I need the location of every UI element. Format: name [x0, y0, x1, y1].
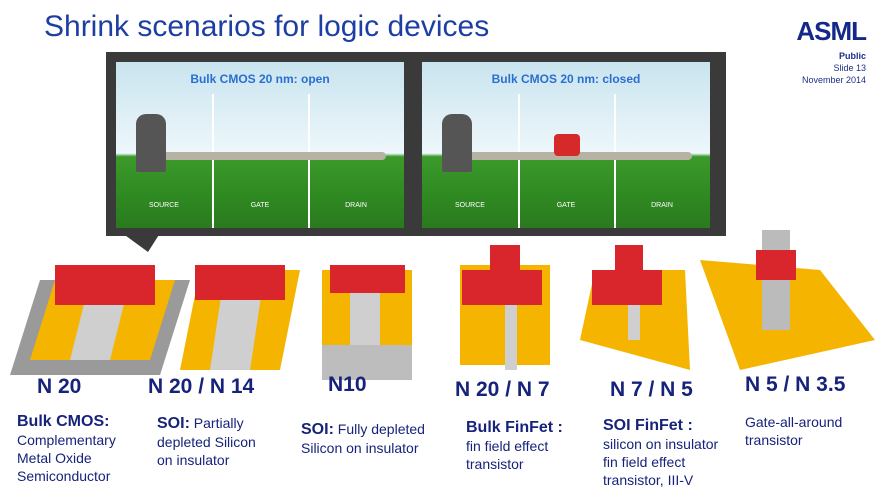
desc-text: Fully depleted Silicon on insulator — [301, 421, 425, 456]
label-drain: DRAIN — [651, 202, 673, 209]
desc-heading: SOI FinFet : — [603, 417, 693, 434]
hose-illustration — [462, 152, 692, 160]
panel-title: Bulk CMOS 20 nm: closed — [491, 72, 641, 86]
desc-heading: Bulk CMOS: — [17, 413, 110, 430]
device-bulk-cmos — [10, 265, 190, 375]
node-label: N 20 / N 14 — [148, 375, 255, 398]
desc-bulk-cmos: Bulk CMOS: Complementary Metal Oxide Semi… — [17, 412, 147, 485]
node-label: N 5 / N 3.5 — [745, 373, 846, 396]
desc-bulk-finfet: Bulk FinFet : fin field effect transistor — [466, 418, 586, 473]
hose-illustration — [156, 152, 386, 160]
desc-text: Gate-all-around transistor — [745, 414, 843, 448]
weight-illustration — [554, 134, 580, 156]
device-soi-finfet — [580, 245, 690, 370]
label-source: SOURCE — [455, 202, 485, 209]
desc-text: Complementary Metal Oxide Semiconductor — [17, 432, 116, 484]
divider — [212, 94, 214, 228]
slide-title: Shrink scenarios for logic devices — [44, 10, 490, 43]
node-label: N 7 / N 5 — [610, 378, 693, 401]
hydrant-illustration — [442, 114, 472, 172]
hydrant-illustration — [136, 114, 166, 172]
panel-title: Bulk CMOS 20 nm: open — [190, 72, 330, 86]
slide-date: November 2014 — [801, 75, 866, 85]
desc-heading: Bulk FinFet : — [466, 419, 563, 436]
label-gate: GATE — [250, 202, 270, 209]
desc-text: fin field effect transistor — [466, 438, 549, 472]
label-gate: GATE — [556, 202, 576, 209]
node-label: N 20 — [37, 375, 82, 398]
label-drain: DRAIN — [345, 202, 367, 209]
node-label: N 20 / N 7 — [455, 378, 550, 401]
label-source: SOURCE — [149, 202, 179, 209]
device-bulk-finfet — [460, 245, 550, 370]
desc-soi-partial: SOI: Partially depleted Silicon on insul… — [157, 414, 267, 469]
panel-closed: Bulk CMOS 20 nm: closed SOURCE GATE DRAI… — [422, 62, 710, 228]
device-soi-full — [322, 265, 412, 380]
device-gate-all-around — [700, 230, 875, 370]
desc-text: silicon on insulator fin field effect tr… — [603, 436, 719, 488]
divider — [614, 94, 616, 228]
classification: Public — [838, 51, 866, 61]
slide-number: Slide 13 — [833, 63, 866, 73]
divider — [518, 94, 520, 228]
device-soi-partial — [180, 265, 300, 370]
desc-text: Partially depleted Silicon on insulator — [157, 415, 256, 468]
divider — [308, 94, 310, 228]
desc-soi-full: SOI: Fully depleted Silicon on insulator — [301, 420, 441, 457]
desc-heading: SOI: — [157, 415, 190, 432]
asml-logo: ASML — [796, 16, 867, 46]
analogy-callout: Bulk CMOS 20 nm: open SOURCE GATE DRAIN … — [106, 52, 726, 236]
desc-soi-finfet: SOI FinFet : silicon on insulator fin fie… — [603, 416, 728, 489]
panel-open: Bulk CMOS 20 nm: open SOURCE GATE DRAIN — [116, 62, 404, 228]
transistor-illustrations — [10, 230, 875, 380]
node-label: N10 — [328, 373, 367, 396]
desc-heading: SOI: — [301, 421, 334, 438]
desc-gate-all-around: Gate-all-around transistor — [745, 413, 865, 449]
slide-meta: Public Slide 13 November 2014 — [802, 50, 866, 86]
